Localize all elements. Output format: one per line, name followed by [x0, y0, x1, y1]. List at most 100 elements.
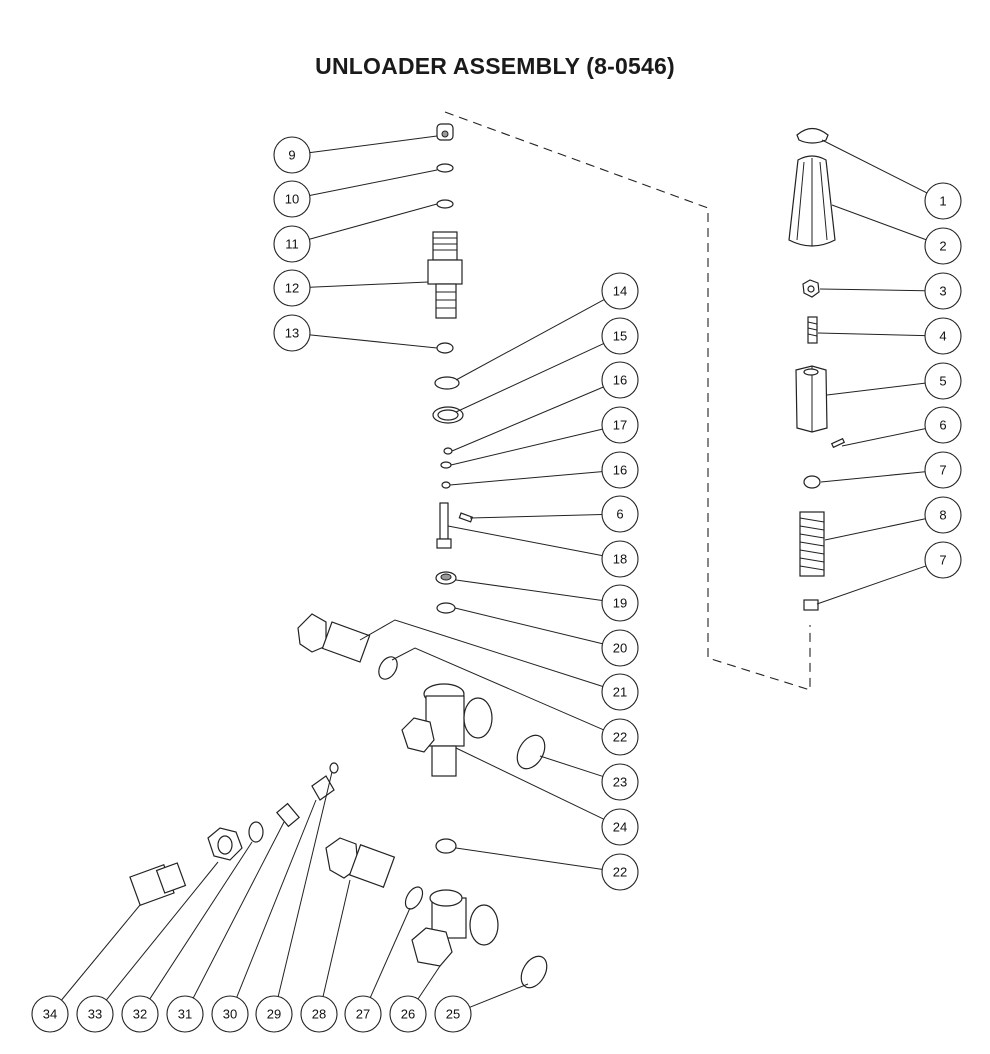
callout-number: 17 — [613, 418, 627, 433]
part-31-spring — [276, 802, 300, 828]
callout-circle — [601, 451, 639, 489]
callout-leader-9 — [309, 135, 438, 154]
callout-leader-26 — [417, 965, 441, 1000]
callout-circle — [601, 718, 639, 756]
callout-leader-31 — [192, 821, 285, 999]
callout-circle — [924, 451, 962, 489]
callout-3: 3 — [924, 272, 962, 310]
part-26-tee-body — [411, 889, 499, 967]
callout-1: 1 — [924, 182, 962, 220]
callout-leader-21 — [359, 619, 604, 687]
part-12-fitting — [427, 231, 463, 319]
callout-34: 34 — [31, 995, 69, 1033]
callout-4: 4 — [924, 317, 962, 355]
callout-28: 28 — [300, 995, 338, 1033]
part-6-pin-right — [830, 437, 846, 449]
part-5-housing — [795, 365, 828, 433]
callout-leader-22 — [391, 647, 604, 731]
callout-circle — [924, 182, 962, 220]
callout-11: 11 — [273, 225, 311, 263]
callout-circle — [601, 808, 639, 846]
callout-number: 7 — [939, 463, 946, 478]
callout-number: 25 — [446, 1007, 460, 1022]
callout-23: 23 — [601, 763, 639, 801]
callout-leader-14 — [455, 299, 605, 381]
callout-leader-6 — [469, 513, 603, 519]
callout-number: 2 — [939, 239, 946, 254]
callout-leader-11 — [309, 203, 438, 240]
callout-leader-32 — [149, 841, 253, 1000]
callout-12: 12 — [273, 269, 311, 307]
callout-circle — [389, 995, 427, 1033]
part-6-pin-centre — [458, 512, 474, 523]
callout-leader-20 — [454, 607, 603, 645]
callout-circle — [924, 541, 962, 579]
callout-25: 25 — [434, 995, 472, 1033]
part-7-washer-lower — [803, 599, 819, 611]
part-20-o-ring — [436, 602, 456, 614]
callout-circle — [601, 495, 639, 533]
callout-number: 12 — [285, 281, 299, 296]
callout-circle — [601, 853, 639, 891]
callout-leader-3 — [819, 288, 926, 292]
part-32-o-ring — [248, 821, 264, 843]
part-9-cap-screw — [436, 123, 454, 141]
callout-leader-29 — [277, 771, 333, 997]
callout-27: 27 — [344, 995, 382, 1033]
callout-21: 21 — [601, 673, 639, 711]
callout-number: 1 — [939, 194, 946, 209]
callout-circle — [924, 496, 962, 534]
part-4-set-screw — [807, 316, 818, 344]
callout-circle — [31, 995, 69, 1033]
callout-number: 22 — [613, 730, 627, 745]
callout-leader-16 — [449, 471, 603, 486]
part-29-o-ring — [329, 762, 339, 774]
callout-circle — [273, 136, 311, 174]
callout-leader-7 — [820, 471, 926, 483]
callout-2: 2 — [924, 227, 962, 265]
callout-circle — [601, 673, 639, 711]
callout-number: 23 — [613, 775, 627, 790]
callout-30: 30 — [211, 995, 249, 1033]
callout-number: 20 — [613, 641, 627, 656]
callout-leader-33 — [105, 861, 219, 1001]
callout-circle — [601, 317, 639, 355]
part-27-o-ring — [404, 886, 424, 910]
callout-circle — [344, 995, 382, 1033]
callout-leader-5 — [826, 382, 926, 396]
callout-number: 34 — [43, 1007, 57, 1022]
callout-leader-13 — [309, 334, 438, 349]
callout-number: 15 — [613, 329, 627, 344]
part-13-o-ring — [436, 342, 454, 354]
callout-circle — [255, 995, 293, 1033]
callout-circle — [924, 406, 962, 444]
callout-6: 6 — [601, 495, 639, 533]
callout-circle — [76, 995, 114, 1033]
part-22-washer-lower — [435, 838, 457, 854]
callout-17: 17 — [601, 406, 639, 444]
callout-leader-8 — [824, 518, 926, 541]
part-18-piston — [436, 502, 452, 549]
callout-26: 26 — [389, 995, 427, 1033]
callout-layer: 1234567879101112131415161716618192021222… — [31, 135, 962, 1033]
part-14-o-ring — [434, 376, 460, 390]
callout-number: 24 — [613, 820, 627, 835]
callout-circle — [300, 995, 338, 1033]
part-1-cap — [796, 127, 829, 144]
callout-leader-7 — [816, 565, 927, 605]
callout-number: 5 — [939, 374, 946, 389]
part-33-nut — [207, 827, 243, 861]
callout-6: 6 — [924, 406, 962, 444]
callout-circle — [601, 272, 639, 310]
callout-33: 33 — [76, 995, 114, 1033]
callout-number: 26 — [401, 1007, 415, 1022]
callout-24: 24 — [601, 808, 639, 846]
callout-circle — [601, 629, 639, 667]
callout-20: 20 — [601, 629, 639, 667]
callout-16: 16 — [601, 451, 639, 489]
callout-number: 10 — [285, 192, 299, 207]
callout-leader-23 — [539, 755, 604, 777]
callout-number: 19 — [613, 596, 627, 611]
callout-leader-30 — [236, 799, 317, 998]
